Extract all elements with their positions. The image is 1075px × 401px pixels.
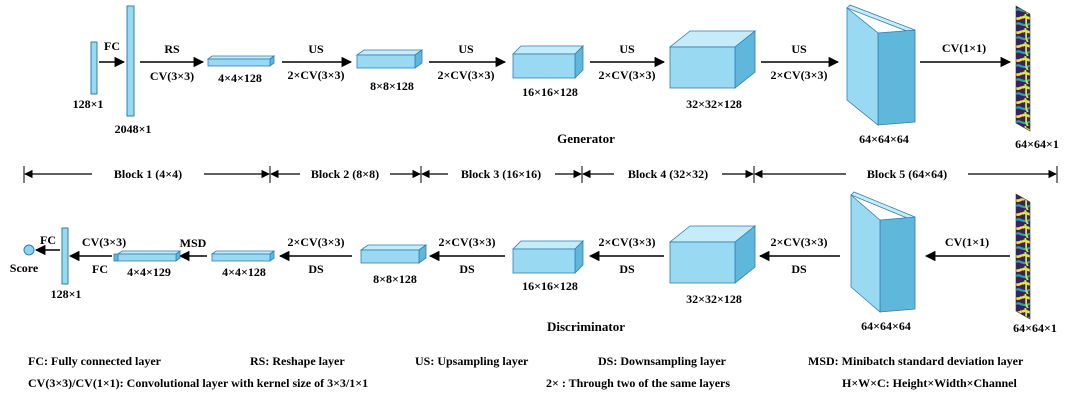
discriminator-msd-label: MSD — [180, 236, 207, 250]
generator-output-field-image — [1015, 5, 1031, 132]
block-3-label: Block 3 (16×16) — [461, 167, 541, 181]
score-label: Score — [10, 261, 39, 275]
block-1-label: Block 1 (4×4) — [114, 167, 182, 181]
generator-title: Generator — [557, 131, 615, 146]
legend-us: US: Upsampling layer — [415, 354, 529, 368]
discriminator-fc-out-label: FC — [40, 233, 56, 247]
discriminator-cv2-label-1: 2×CV(3×3) — [771, 235, 828, 249]
legend-msd: MSD: Minibatch standard deviation layer — [808, 354, 1024, 368]
legend-cv: CV(3×3)/CV(1×1): Convolutional layer wit… — [28, 376, 369, 390]
generator-block-4x4 — [206, 55, 276, 67]
block-2-label: Block 2 (8×8) — [311, 167, 379, 181]
generator-size-64x64: 64×64×64 — [859, 132, 909, 146]
discriminator-ds-label-4: DS — [308, 262, 324, 276]
generator-size-8x8: 8×8×128 — [370, 79, 414, 93]
discriminator-title: Discriminator — [547, 319, 625, 334]
generator-fc-label: FC — [104, 39, 120, 53]
generator-cv2-label-4: 2×CV(3×3) — [771, 68, 828, 82]
legend-ds: DS: Downsampling layer — [598, 354, 727, 368]
legend-hwc: H×W×C: Height×Width×Channel — [842, 376, 1017, 390]
discriminator-size-4x4: 4×4×128 — [222, 265, 266, 279]
generator-size-16x16: 16×16×128 — [522, 85, 578, 99]
discriminator-fc-label: FC — [92, 262, 108, 276]
generator-cv2-label-1: 2×CV(3×3) — [288, 68, 345, 82]
generator-output-size: 64×64×1 — [1015, 137, 1059, 151]
discriminator-ds-label-2: DS — [619, 262, 635, 276]
discriminator-block-4x4 — [210, 250, 276, 262]
discriminator-block-16x16 — [512, 240, 584, 274]
score-node — [23, 244, 35, 256]
discriminator-cv2-label-3: 2×CV(3×3) — [439, 235, 496, 249]
generator: 128×1 FC 2048×1 RS CV(3×3) 4×4×128 US 2×… — [73, 4, 1059, 151]
discriminator: 64×64×1 CV(1×1) 64×64×64 2×CV(3×3) DS 32… — [10, 191, 1057, 335]
legend-rs: RS: Reshape layer — [250, 354, 345, 368]
discriminator-block-8x8 — [359, 244, 428, 264]
generator-cv1-label: CV(1×1) — [942, 41, 986, 55]
generator-fc-size: 2048×1 — [115, 122, 152, 136]
discriminator-ds-label-1: DS — [791, 262, 807, 276]
discriminator-fc-vector — [61, 227, 69, 285]
discriminator-cv2-label-2: 2×CV(3×3) — [599, 235, 656, 249]
generator-cv2-label-3: 2×CV(3×3) — [599, 68, 656, 82]
legend-two-x: 2× : Through two of the same layers — [546, 376, 731, 390]
block-5-label: Block 5 (64×64) — [867, 167, 947, 181]
discriminator-cv-label: CV(3×3) — [82, 235, 126, 249]
discriminator-block-msd — [113, 250, 182, 262]
generator-block-16x16 — [512, 45, 584, 79]
generator-us-label-2: US — [458, 42, 474, 56]
generator-us-label-4: US — [791, 42, 807, 56]
block-4-label: Block 4 (32×32) — [628, 167, 708, 181]
generator-block-32x32 — [668, 30, 757, 89]
discriminator-block-64x64 — [850, 191, 916, 313]
generator-block-64x64 — [846, 4, 916, 126]
discriminator-fc-size: 128×1 — [51, 287, 82, 301]
generator-cv2-label-2: 2×CV(3×3) — [438, 68, 495, 82]
discriminator-size-32x32: 32×32×128 — [686, 292, 742, 306]
discriminator-block-32x32 — [668, 225, 757, 284]
generator-us-label-3: US — [619, 42, 635, 56]
generator-block-8x8 — [355, 49, 424, 69]
discriminator-size-msd: 4×4×129 — [127, 265, 171, 279]
discriminator-cv1-label: CV(1×1) — [945, 235, 989, 249]
generator-rs-cv-label: CV(3×3) — [150, 69, 194, 83]
generator-input-vector — [90, 41, 98, 95]
legend-fc: FC: Fully connected layer — [28, 354, 161, 368]
block-ruler: Block 1 (4×4) Block 2 (8×8) Block 3 (16×… — [23, 166, 1058, 183]
generator-us-label-1: US — [308, 42, 324, 56]
generator-size-32x32: 32×32×128 — [686, 97, 742, 111]
discriminator-cv2-label-4: 2×CV(3×3) — [288, 235, 345, 249]
discriminator-size-16x16: 16×16×128 — [522, 279, 578, 293]
discriminator-input-size: 64×64×1 — [1013, 321, 1057, 335]
discriminator-input-field-image — [1015, 193, 1031, 320]
generator-size-4x4: 4×4×128 — [218, 71, 262, 85]
discriminator-size-64x64: 64×64×64 — [861, 319, 911, 333]
generator-rs-label: RS — [164, 42, 180, 56]
generator-input-size: 128×1 — [73, 97, 104, 111]
discriminator-size-8x8: 8×8×128 — [373, 272, 417, 286]
generator-fc-vector — [126, 5, 135, 117]
discriminator-ds-label-3: DS — [459, 262, 475, 276]
